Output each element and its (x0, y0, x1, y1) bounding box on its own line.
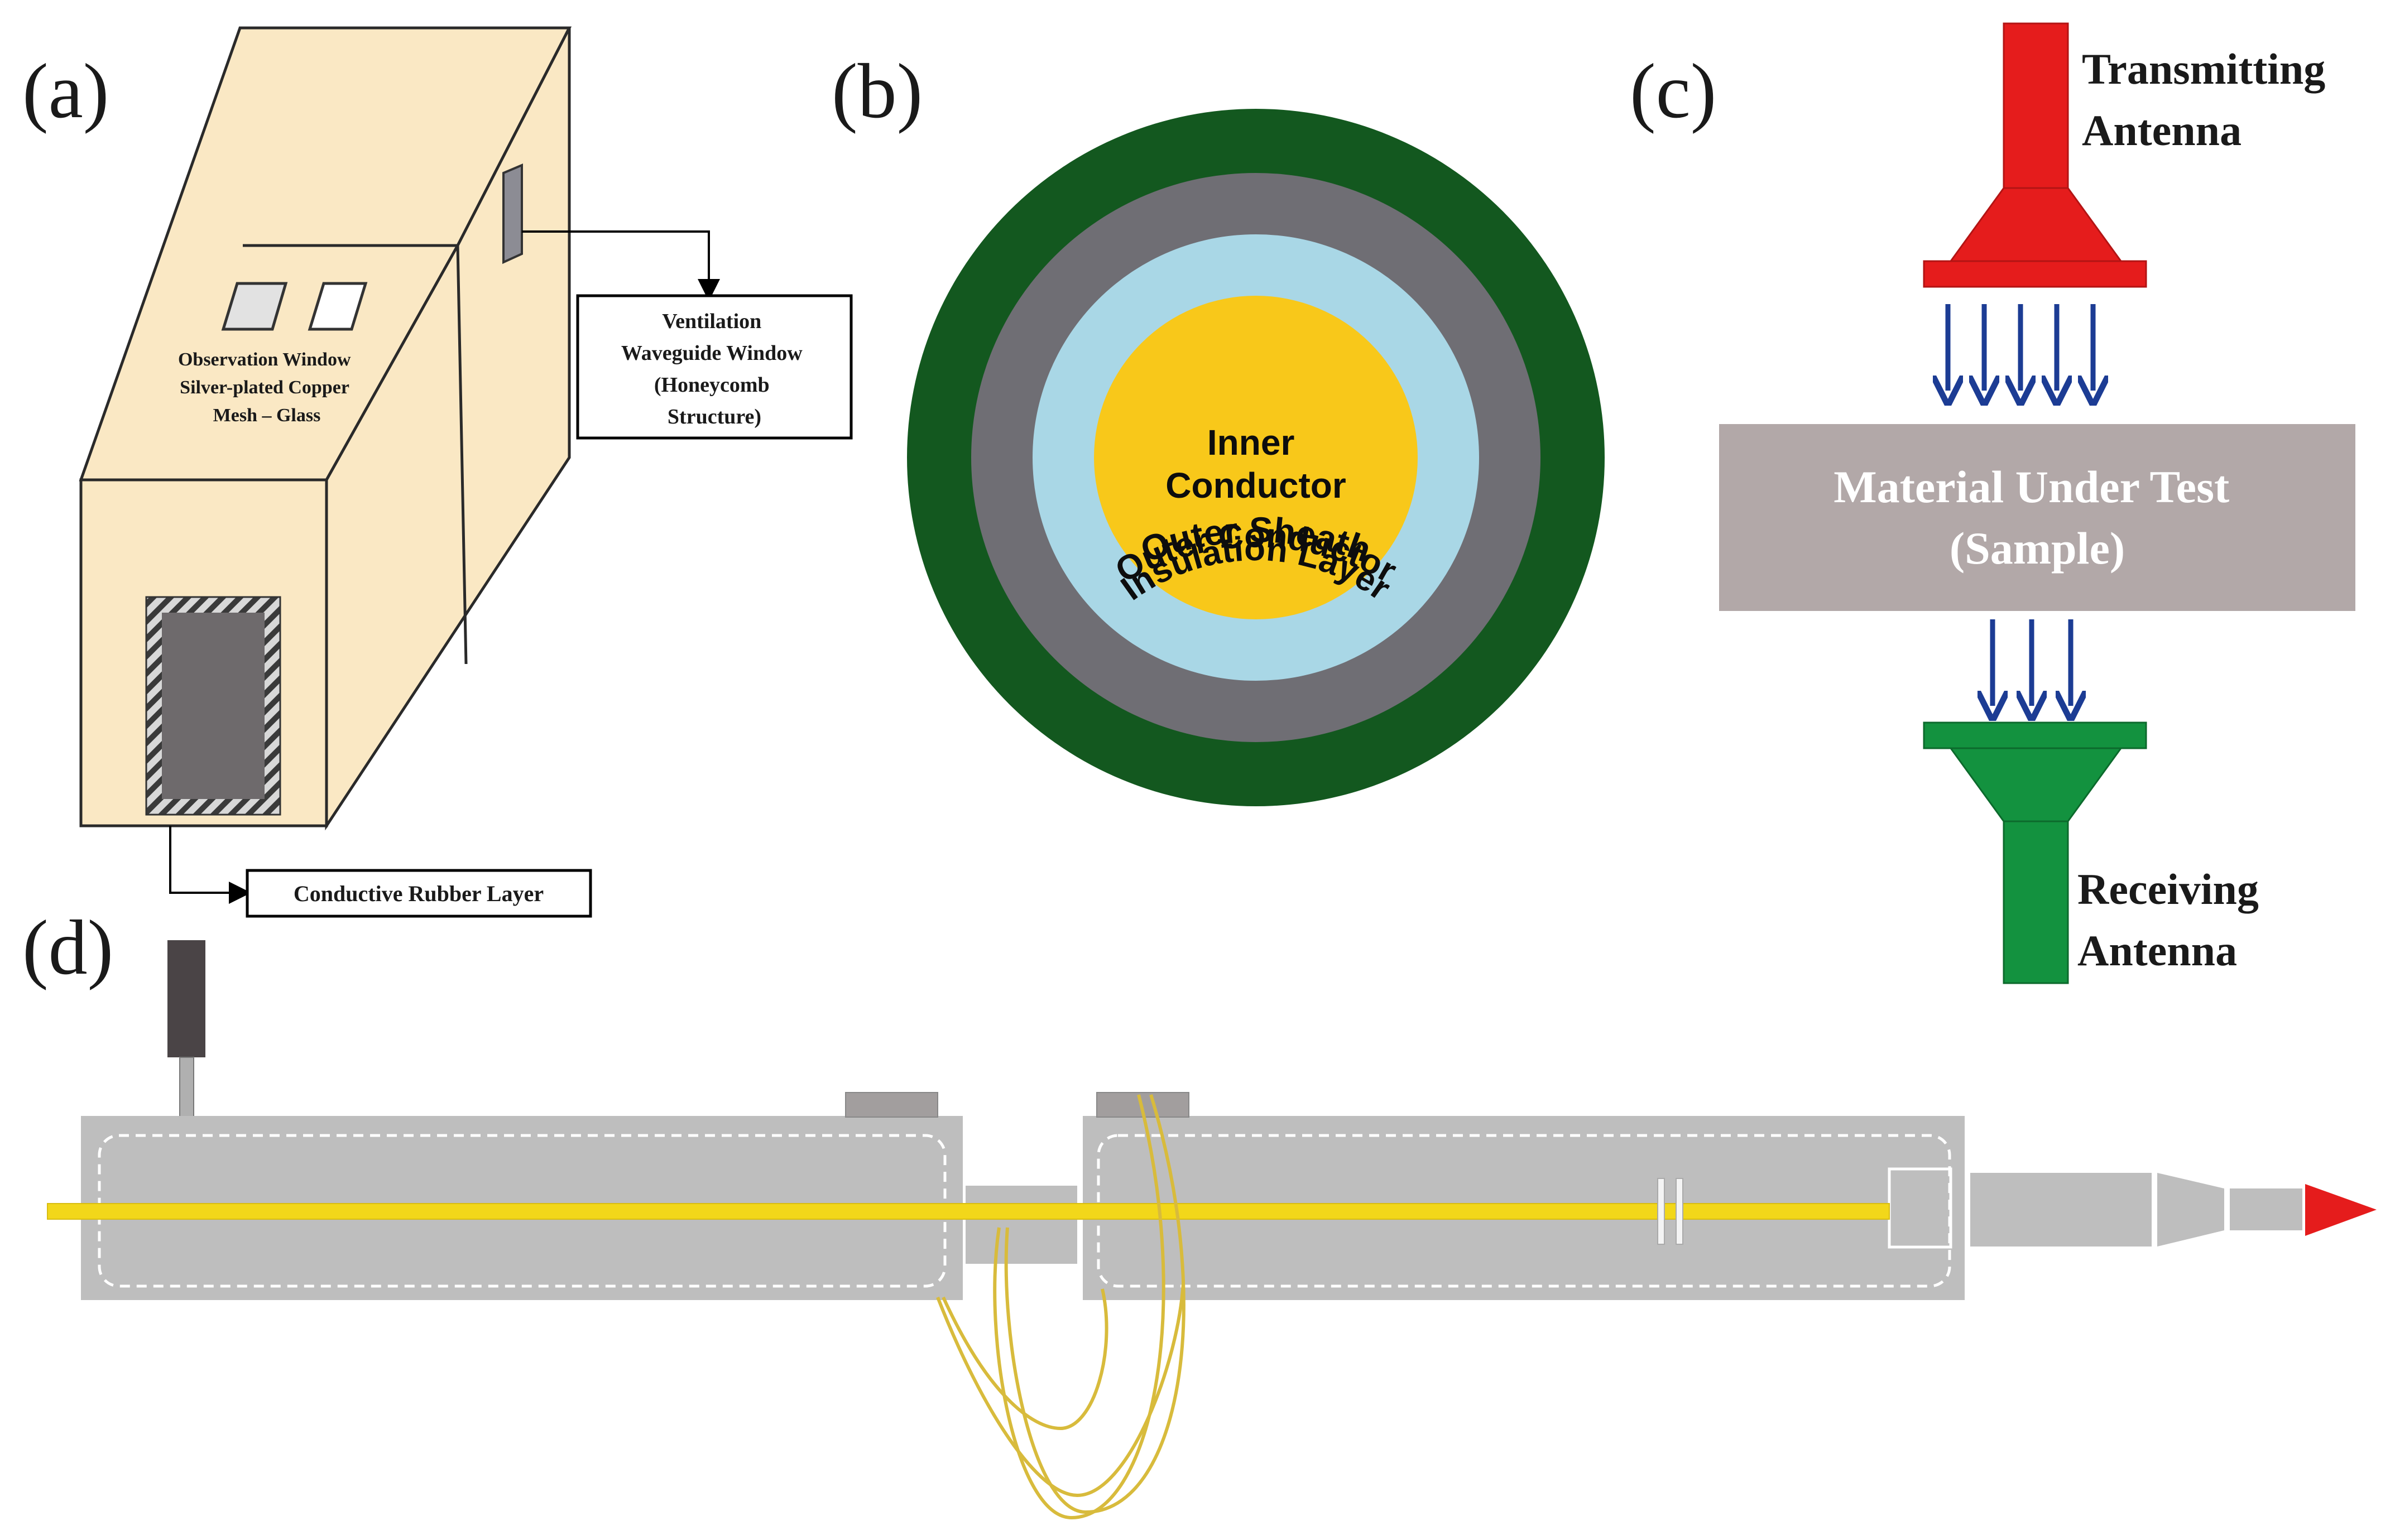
material-under-test-label: Material Under Test (Sample) (1834, 461, 2241, 574)
door-panel (162, 613, 265, 799)
receiving-antenna-flange (1923, 721, 2147, 749)
panel-d: (d) (22, 904, 2377, 1520)
output-tip-tube (2230, 1188, 2302, 1230)
panel-a-label: (a) (22, 48, 109, 134)
left-chamber-port (845, 1092, 938, 1118)
sensor-probe-neck (179, 1057, 194, 1119)
cable-2 (993, 1094, 1165, 1520)
vent-window-icon (502, 163, 523, 264)
receiving-antenna-label: Receiving Antenna (2077, 865, 2269, 975)
transmitting-antenna-stem (2003, 22, 2069, 189)
rubber-connector-line (169, 826, 251, 904)
vent-connector-line (522, 230, 720, 301)
observation-window-right (308, 282, 368, 331)
observation-window-left (221, 282, 288, 331)
output-taper (2157, 1173, 2224, 1247)
material-under-test (1719, 424, 2355, 611)
output-red-tip (2305, 1184, 2377, 1236)
observation-window-label: Observation Window Silver-plated Copper … (178, 349, 356, 426)
rod-gap-marker-left (1657, 1178, 1665, 1245)
inner-conductor-core (1094, 296, 1418, 619)
receiving-antenna-horn (1949, 747, 2123, 822)
ventilation-window-label: Ventilation Waveguide Window (Honeycomb … (621, 310, 808, 429)
output-tube (1970, 1173, 2152, 1247)
transmitting-antenna-label: Transmitting Antenna (2082, 45, 2336, 155)
incident-wave-arrows (1948, 304, 2093, 391)
panel-c-label: (c) (1630, 48, 1716, 134)
sensor-probe-body (167, 940, 205, 1057)
inter-chamber-coupler (966, 1186, 1077, 1264)
receiving-antenna-stem (2003, 820, 2069, 984)
ventilation-label-box (576, 294, 853, 440)
conductive-rubber-label: Conductive Rubber Layer (294, 881, 544, 906)
cable-3 (1004, 1094, 1185, 1514)
panel-c: (c) Transmitting Antenna Material Under … (1630, 22, 2355, 984)
enclosure-side-divider (456, 245, 468, 665)
panel-b-label: (b) (832, 48, 923, 134)
cable-4 (942, 1288, 1108, 1431)
transmitted-wave-arrows (1993, 619, 2071, 706)
transmitting-antenna-horn (1949, 187, 2123, 262)
panel-a: (a) Observation Window Silver-plated Cop… (22, 26, 853, 918)
transmitting-antenna-flange (1923, 260, 2147, 288)
panel-b: (b) Outer Sheath Outer Conductor Insulat… (832, 48, 1605, 806)
rod-gap-marker-right (1676, 1178, 1683, 1245)
panel-d-label: (d) (22, 904, 113, 991)
cable-1 (936, 1283, 1185, 1498)
inner-conductor-label: Inner Conductor (1165, 422, 1346, 506)
conductive-rubber-label-box (246, 869, 592, 918)
coaxial-cables (936, 1094, 1185, 1520)
central-rod (47, 1203, 1890, 1220)
